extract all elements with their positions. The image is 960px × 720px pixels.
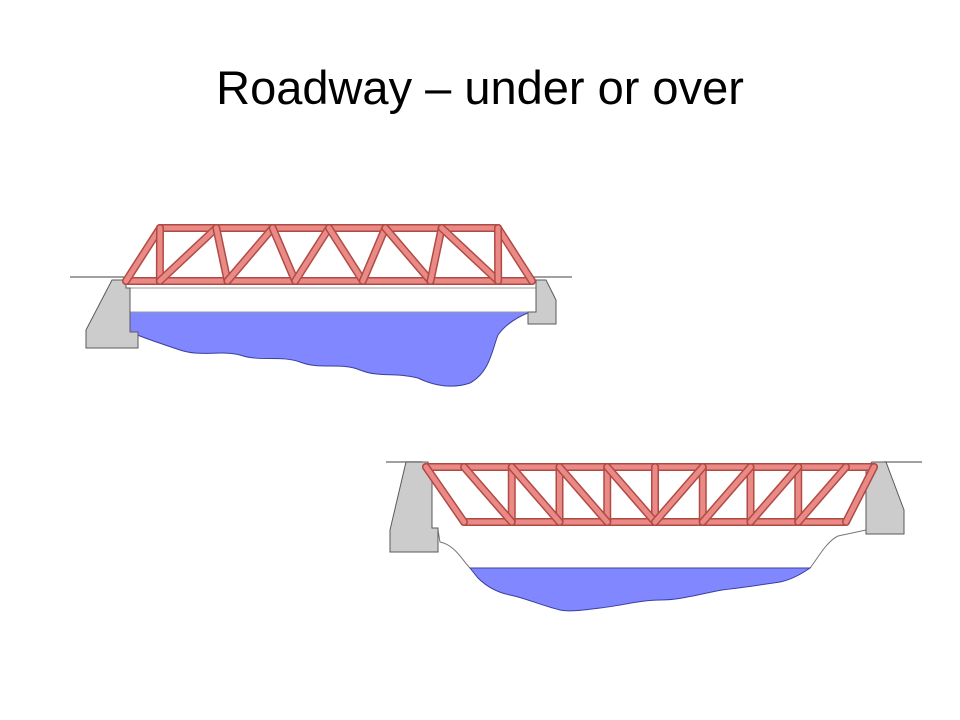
- water-bottom: [468, 567, 812, 612]
- truss-top-diagonal-fill: [225, 225, 276, 284]
- truss-bottom-end-left-fill: [423, 464, 467, 525]
- truss-bottom: [422, 463, 878, 526]
- truss-bottom-diagonal-fill: [604, 464, 658, 525]
- through-truss-bridge: [70, 224, 572, 387]
- truss-bottom-diagonal-fill: [461, 464, 515, 525]
- truss-top-diagonal-fill: [157, 225, 219, 284]
- gorge-bottom: [437, 529, 867, 569]
- truss-top-diagonal-fill: [382, 225, 433, 284]
- truss-top-diagonal-fill: [428, 225, 445, 284]
- truss-top: [122, 224, 536, 285]
- truss-top-end-post-right-fill: [495, 225, 535, 284]
- truss-top-diagonal-fill: [360, 225, 388, 284]
- deck-top: [123, 287, 537, 313]
- truss-bottom-diagonal-fill: [652, 464, 706, 525]
- truss-bottom-diagonal-fill: [557, 464, 610, 525]
- truss-top-diagonal-fill: [326, 225, 366, 284]
- truss-top-diagonal-fill: [292, 225, 332, 284]
- slide-title: Roadway – under or over: [216, 61, 744, 114]
- truss-bottom-diagonal-fill: [748, 464, 801, 525]
- truss-bottom-diagonal-fill: [509, 464, 562, 525]
- truss-top-diagonal-fill: [213, 225, 230, 284]
- water-top: [129, 311, 531, 387]
- truss-bottom-end-right-fill: [843, 464, 877, 525]
- abutment-left-top: [85, 279, 139, 349]
- abutment-right-top: [527, 279, 557, 325]
- truss-bottom-diagonal-fill: [795, 464, 849, 525]
- deck-truss-bridge: [386, 461, 922, 612]
- truss-bottom-diagonal-fill: [700, 464, 753, 525]
- truss-top-end-post-left-fill: [123, 225, 163, 284]
- truss-top-diagonal-fill: [439, 225, 501, 284]
- truss-top-diagonal-fill: [270, 225, 298, 284]
